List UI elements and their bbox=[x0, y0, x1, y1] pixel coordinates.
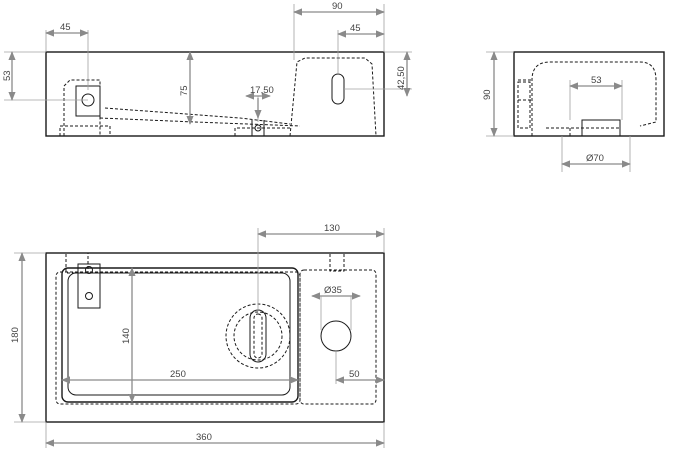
front-bowl-slope bbox=[104, 107, 291, 125]
dim-top-depth: 180 bbox=[10, 327, 21, 343]
dim-top-bowl-width: 250 bbox=[170, 369, 186, 380]
top-view: 130 Ø35 140 180 250 50 360 bbox=[10, 223, 385, 448]
top-bowl-inner bbox=[67, 272, 291, 396]
dim-top-side-offset: 50 bbox=[349, 369, 360, 380]
top-deck-hidden bbox=[299, 269, 377, 405]
top-overflow-hole-2 bbox=[85, 292, 93, 300]
top-overflow-hole-1 bbox=[85, 266, 93, 274]
front-base-left bbox=[59, 125, 111, 136]
front-outline bbox=[45, 51, 385, 137]
front-view: 45 53 75 17,50 90 45 42,50 bbox=[2, 1, 412, 137]
front-drain-pipe bbox=[251, 120, 265, 136]
dim-top-total-width: 360 bbox=[196, 432, 212, 443]
front-drain-outline bbox=[234, 127, 290, 136]
dim-front-left-offset: 45 bbox=[60, 22, 71, 33]
side-drain bbox=[546, 127, 621, 136]
front-deck bbox=[289, 57, 377, 137]
top-bowl-outer bbox=[61, 267, 299, 403]
top-tap-hidden bbox=[329, 252, 345, 272]
front-drain-cap bbox=[254, 124, 262, 132]
dim-top-bowl-depth: 140 bbox=[121, 328, 132, 344]
dim-front-depth: 75 bbox=[179, 85, 190, 96]
dim-top-tap-offset: 130 bbox=[324, 223, 340, 234]
front-overflow-block bbox=[63, 79, 101, 136]
front-tap-hole bbox=[331, 73, 345, 105]
dim-front-drain-width: 17,50 bbox=[250, 85, 274, 96]
side-bowl bbox=[531, 61, 657, 136]
top-outline bbox=[45, 252, 385, 423]
dim-front-top-width: 90 bbox=[332, 1, 343, 12]
dim-side-height: 90 bbox=[482, 89, 493, 100]
top-tap-hole bbox=[320, 320, 352, 352]
side-outline bbox=[513, 51, 665, 137]
side-view: 90 53 Ø70 bbox=[482, 51, 665, 172]
top-drain-slot bbox=[249, 309, 267, 363]
top-bowl-hidden bbox=[55, 271, 301, 405]
front-overflow-box bbox=[75, 85, 101, 117]
top-overflow-box bbox=[77, 263, 101, 309]
side-drain-body bbox=[581, 119, 621, 137]
dim-side-inner: 53 bbox=[591, 75, 602, 86]
dim-top-tap-hole: Ø35 bbox=[324, 285, 342, 296]
top-drain-inner bbox=[233, 311, 283, 361]
top-drain-slot-inner bbox=[253, 313, 263, 359]
dim-front-left-height: 53 bbox=[2, 70, 13, 81]
dim-front-hole-height: 42,50 bbox=[396, 66, 407, 90]
side-overflow-box bbox=[517, 81, 531, 129]
top-overflow-hidden bbox=[65, 252, 89, 274]
dim-front-hole-offset: 45 bbox=[350, 23, 361, 34]
dim-side-drain-diameter: Ø70 bbox=[586, 153, 604, 164]
front-bowl-bottom bbox=[99, 117, 301, 127]
